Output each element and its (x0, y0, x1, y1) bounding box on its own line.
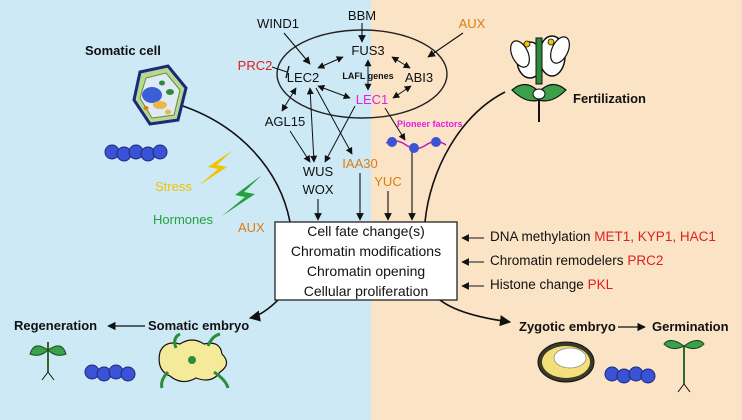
arrow-lec1-wus (324, 105, 356, 163)
somatic-cell-label: Somatic cell (85, 43, 161, 58)
center-line-chromatin-opening: Chromatin opening (306, 263, 426, 279)
iaa30-label: IAA30 (342, 156, 377, 171)
chromatin-remodelers-genes: PRC2 (627, 253, 664, 268)
stress-label: Stress (155, 179, 192, 194)
lec2-label: LEC2 (287, 70, 320, 85)
chromatin-beads-bottom-left-icon (84, 364, 136, 382)
arrow-lec1-chromatin (384, 107, 406, 141)
chromatin-beads-left-icon (104, 144, 168, 162)
lec1-label: LEC1 (356, 92, 389, 107)
curve-fertilization-to-box (424, 91, 506, 223)
agl15-label: AGL15 (265, 114, 305, 129)
fertilization-label: Fertilization (573, 91, 646, 106)
somatic-cell-illustration (132, 64, 188, 126)
arrow-fus3-abi3 (391, 56, 411, 69)
chromatin-beads-bottom-right-icon (604, 366, 656, 384)
pioneer-factors-label: Pioneer factors (397, 119, 463, 129)
prc2-label: PRC2 (238, 58, 273, 73)
yuc-label: YUC (374, 174, 401, 189)
hormones-label: Hormones (153, 212, 213, 227)
zygotic-embryo-label: Zygotic embryo (519, 319, 616, 334)
seed-illustration (537, 341, 595, 383)
inhibit-prc2-lec2-bar (285, 65, 290, 79)
curve-somatic-cell-to-box (179, 104, 291, 223)
right-inputs: DNA methylation MET1, KYP1, HAC1 Chromat… (490, 229, 735, 301)
center-box (274, 221, 458, 301)
center-box-text: Cell fate change(s) Chromatin modificati… (275, 222, 457, 300)
wox-label: WOX (302, 182, 333, 197)
arrow-lec2-iaa30 (315, 87, 353, 155)
center-line-cellular-proliferation: Cellular proliferation (303, 283, 429, 299)
arrow-agl15-wus (289, 130, 311, 163)
arrow-abi3-lec1 (392, 85, 412, 99)
chromatin-remodelers-label: Chromatin remodelers (490, 253, 628, 268)
arrow-lec2-fus3 (317, 56, 344, 69)
somatic-embryo-illustration (158, 332, 230, 389)
wus-label: WUS (303, 164, 334, 179)
histone-change-genes: PKL (587, 277, 614, 292)
fus3-label: FUS3 (351, 43, 384, 58)
chromatin-open-icon (385, 137, 447, 153)
hormones-lightning-icon (222, 175, 262, 216)
bbm-label: BBM (348, 8, 376, 23)
dna-methylation-row: DNA methylation MET1, KYP1, HAC1 (490, 229, 735, 253)
arrow-wind1-lec2 (283, 32, 311, 65)
arrow-lec2-lec1 (317, 84, 351, 100)
inhibit-prc2-lec2 (271, 66, 288, 73)
arrow-lec2-agl15 (281, 87, 297, 112)
histone-change-row: Histone change PKL (490, 277, 735, 301)
top-aux-label: AUX (459, 16, 486, 31)
arrow-aux-abi3 (427, 32, 464, 58)
flower-illustration (510, 35, 570, 122)
germination-seedling-icon (663, 340, 705, 393)
regeneration-label: Regeneration (14, 318, 97, 333)
germination-label: Germination (652, 319, 729, 334)
dna-methylation-genes: MET1, KYP1, HAC1 (594, 229, 716, 244)
left-aux-label: AUX (238, 220, 265, 235)
wind1-label: WIND1 (257, 16, 299, 31)
regeneration-seedling-icon (29, 342, 67, 381)
histone-change-label: Histone change (490, 277, 588, 292)
abi3-label: ABI3 (405, 70, 433, 85)
chromatin-remodelers-row: Chromatin remodelers PRC2 (490, 253, 735, 277)
center-line-cell-fate: Cell fate change(s) (307, 223, 425, 239)
center-line-chromatin-modifications: Chromatin modifications (290, 243, 442, 259)
arrow-lec2-wus (306, 87, 318, 163)
somatic-embryo-label: Somatic embryo (148, 318, 249, 333)
stress-lightning-icon (198, 150, 233, 186)
dna-methylation-label: DNA methylation (490, 229, 595, 244)
